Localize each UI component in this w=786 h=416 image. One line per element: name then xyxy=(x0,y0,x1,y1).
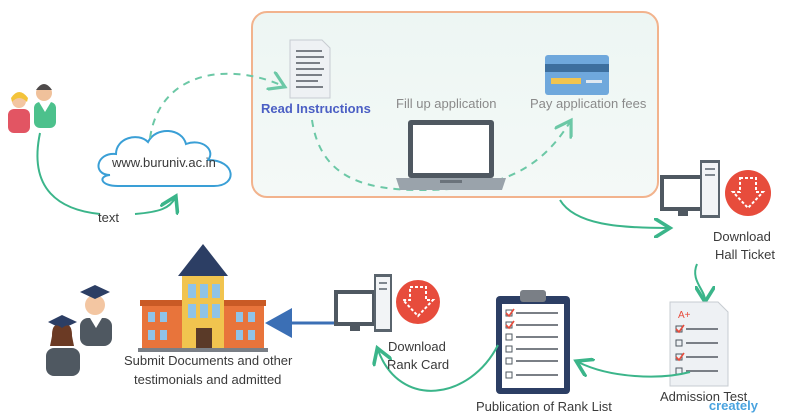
university-building-icon xyxy=(138,244,268,352)
svg-text:A+: A+ xyxy=(678,310,691,321)
hall-ticket-label-line2: Hall Ticket xyxy=(715,247,775,262)
submit-documents-line1: Submit Documents and other xyxy=(124,353,293,368)
rank-list-label: Publication of Rank List xyxy=(476,399,612,414)
credit-card-icon xyxy=(545,55,609,95)
users-icon xyxy=(8,84,56,133)
fill-application-label: Fill up application xyxy=(396,96,497,111)
checklist-icon: A+ xyxy=(669,301,729,387)
website-label[interactable]: www.buruniv.ac.in xyxy=(112,155,216,170)
download-icon xyxy=(396,280,440,324)
flow-arrow-users-text xyxy=(36,132,101,215)
flow-arrow-text-website xyxy=(134,198,175,215)
cloud-icon xyxy=(97,130,232,187)
flow-arrow-hallticket-test xyxy=(694,263,705,300)
flow-arrow-payment-hallticket xyxy=(559,199,668,228)
watermark-logo: creately xyxy=(708,398,758,413)
laptop-icon xyxy=(396,120,506,190)
read-instructions-label: Read Instructions xyxy=(261,101,371,116)
download-icon xyxy=(725,170,771,216)
clipboard-icon xyxy=(496,290,570,394)
pay-fees-label: Pay application fees xyxy=(530,96,647,111)
computer-icon xyxy=(334,274,392,332)
computer-icon xyxy=(660,160,720,218)
rank-card-label-line1: Download xyxy=(388,339,446,354)
text-edge-label: text xyxy=(98,210,119,225)
flow-arrow-test-ranklist xyxy=(578,362,691,378)
flow-arrow-website-instructions xyxy=(149,74,283,139)
admission-test-label: Admission Test xyxy=(660,389,748,404)
submit-documents-line2: testimonials and admitted xyxy=(134,372,282,387)
flow-arrow-ranklist-rankcard xyxy=(378,344,499,392)
rank-card-label-line2: Rank Card xyxy=(387,357,450,372)
hall-ticket-label-line1: Download xyxy=(713,229,771,244)
graduates-icon xyxy=(46,285,112,376)
document-icon xyxy=(289,39,331,99)
